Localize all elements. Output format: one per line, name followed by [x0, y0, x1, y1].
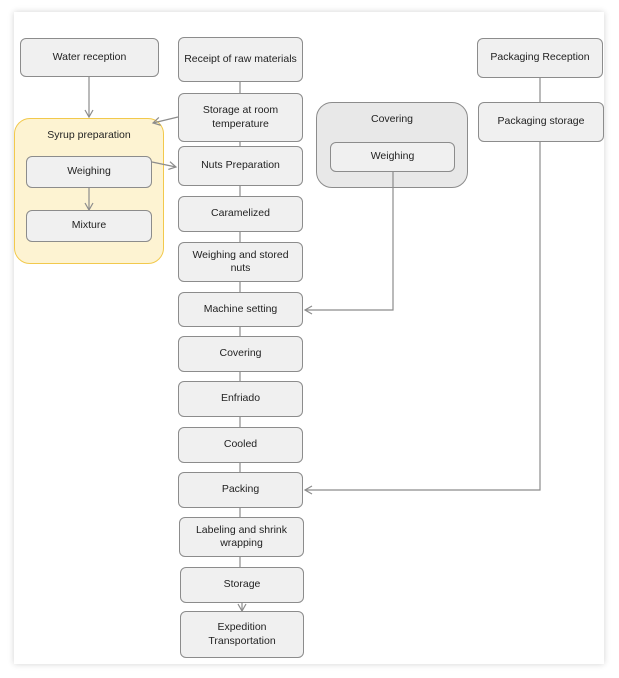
- expedition-transportation-box: Expedition Transportation: [180, 611, 304, 658]
- packing-box: Packing: [178, 472, 303, 508]
- labeling-shrink-wrapping-box: Labeling and shrink wrapping: [179, 517, 304, 557]
- water-reception-box: Water reception: [20, 38, 159, 77]
- cooled-box: Cooled: [178, 427, 303, 463]
- syrup-preparation-label: Syrup preparation: [47, 129, 131, 141]
- receipt-raw-materials-box: Receipt of raw materials: [178, 37, 303, 82]
- packaging-storage-box: Packaging storage: [478, 102, 604, 142]
- arrow-packaging-packing: [303, 142, 541, 495]
- covering-box: Covering: [178, 336, 303, 372]
- enfriado-box: Enfriado: [178, 381, 303, 417]
- arrow-weighing-nuts: [151, 161, 178, 171]
- machine-setting-box: Machine setting: [178, 292, 303, 327]
- covering-weighing-box: Weighing: [330, 142, 455, 172]
- storage-box: Storage: [180, 567, 304, 603]
- nuts-preparation-box: Nuts Preparation: [178, 146, 303, 186]
- packaging-reception-box: Packaging Reception: [477, 38, 603, 78]
- caramelized-box: Caramelized: [178, 196, 303, 232]
- storage-room-temperature-box: Storage at room temperature: [178, 93, 303, 142]
- arrow-covering-machine: [303, 172, 394, 315]
- mixture-box: Mixture: [26, 210, 152, 242]
- syrup-weighing-box: Weighing: [26, 156, 152, 188]
- weighing-stored-nuts-box: Weighing and stored nuts: [178, 242, 303, 282]
- covering-group-label: Covering: [370, 113, 414, 125]
- arrow-storage-syrup: [151, 116, 179, 126]
